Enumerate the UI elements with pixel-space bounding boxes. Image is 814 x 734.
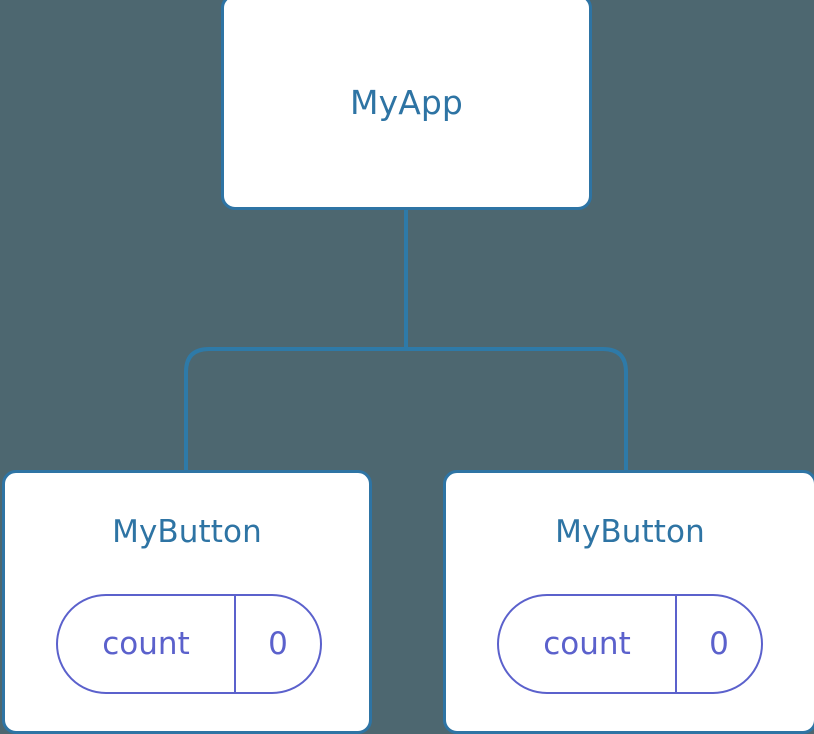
state-pill-count-2[interactable]: count 0: [497, 594, 763, 694]
state-pill-value-2: 0: [709, 625, 729, 662]
node-mybutton-2-label: MyButton: [555, 514, 705, 550]
node-mybutton-1[interactable]: MyButton count 0: [2, 470, 372, 734]
node-myapp-label: MyApp: [350, 82, 463, 122]
node-myapp[interactable]: MyApp: [221, 0, 592, 210]
state-pill-key-2: count: [499, 596, 677, 692]
connector-branch-bar: [184, 347, 628, 474]
state-pill-count-1[interactable]: count 0: [56, 594, 322, 694]
state-pill-value-1: 0: [268, 625, 288, 662]
state-pill-key-1: count: [58, 596, 236, 692]
node-mybutton-1-label: MyButton: [112, 514, 262, 550]
node-mybutton-2[interactable]: MyButton count 0: [443, 470, 814, 734]
